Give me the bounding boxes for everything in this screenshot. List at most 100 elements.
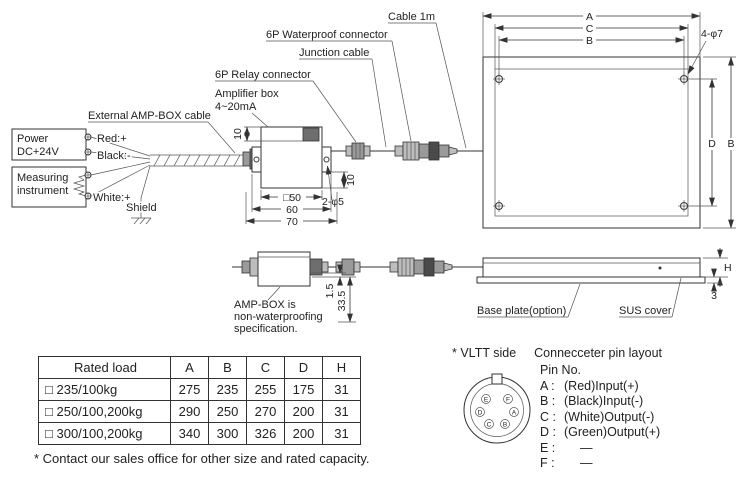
dim-C: C xyxy=(586,23,594,35)
measuring-instrument-box: Measuring instrument xyxy=(11,166,87,208)
dim-A: A xyxy=(586,11,593,23)
amplifier-box-top-view xyxy=(242,126,332,189)
power-box-label-2: DC+24V xyxy=(17,146,60,158)
svg-text:F: F xyxy=(506,397,510,404)
side-view-dimensions: H 3 1.5 33.5 xyxy=(311,248,732,323)
pin-row-b: B :(Black)Input(-) xyxy=(540,394,644,409)
dim-value-cell: 300 xyxy=(208,422,247,445)
wire-label-white: White:+ xyxy=(93,192,131,204)
callout-relay-connector: 6P Relay connector xyxy=(215,69,311,81)
cover-outline xyxy=(494,68,689,217)
pin-row-c: C :(White)Output(-) xyxy=(540,409,655,424)
dim-value-cell: 275 xyxy=(170,378,209,401)
mount-ear-left xyxy=(251,146,262,173)
callout-junction-cable: Junction cable xyxy=(299,47,369,59)
dim-value-cell: 326 xyxy=(246,422,285,445)
dim-B-right: B xyxy=(727,138,734,150)
mount-hole-left xyxy=(253,156,260,163)
wire-label-black: Black:- xyxy=(97,150,131,162)
callout-amp-range: 4~20mA xyxy=(215,101,257,113)
wiring-lines xyxy=(90,136,243,197)
dim-value-cell: 290 xyxy=(170,400,209,423)
rated-load-value: 250/100,200kg xyxy=(56,404,143,419)
base-plate-side xyxy=(476,276,706,284)
table-row: □ 250/100,200kg 290 250 270 200 31 xyxy=(38,400,361,423)
dim-33-5: 33.5 xyxy=(336,291,348,312)
dim-value-cell: 250 xyxy=(208,400,247,423)
pin-row-a: A :(Red)Input(+) xyxy=(540,379,639,393)
connector-chain-top xyxy=(331,141,483,161)
side-view-labels: AMP-BOX is non-waterproofing specificati… xyxy=(234,277,682,335)
connector-pin-D: D xyxy=(475,407,485,417)
svg-text:A: A xyxy=(512,410,517,417)
connector-pin-layout-label: Connecceter pin layout xyxy=(534,346,663,360)
rated-load-table: Rated load A B C D H □ 235/100kg 275 235… xyxy=(38,356,361,445)
dim-2-phi5: 2-φ5 xyxy=(322,196,344,208)
pin-layout-title: * VLTT side Connecceter pin layout xyxy=(452,346,662,360)
vltt-side-label: * VLTT side xyxy=(452,346,517,360)
pin-assignment-list: A :(Red)Input(+) B :(Black)Input(-) C :(… xyxy=(540,379,660,471)
dim-70: 70 xyxy=(286,216,298,228)
col-header-H: H xyxy=(322,356,361,379)
svg-text:B: B xyxy=(503,422,507,429)
dim-value-cell: 31 xyxy=(322,378,361,401)
mount-hole-right xyxy=(323,156,330,163)
connector-pin-diagram: E F D A C B xyxy=(463,373,531,444)
table-header-row: Rated load A B C D H xyxy=(38,356,361,379)
col-header-B: B xyxy=(208,356,247,379)
dim-value-cell: 175 xyxy=(284,378,323,401)
col-header-A: A xyxy=(170,356,209,379)
dim-value-cell: 31 xyxy=(322,422,361,445)
measuring-box-label-1: Measuring xyxy=(17,172,68,184)
base-plate-label: Base plate(option) xyxy=(477,305,566,317)
ampbox-note-line1: AMP-BOX is xyxy=(234,299,296,311)
connector-pin-B: B xyxy=(500,419,510,429)
callout-waterproof-connector: 6P Waterproof connector xyxy=(266,29,388,41)
wire-labels: Red:+ Black:- White:+ Shield xyxy=(92,132,159,216)
dim-60: 60 xyxy=(286,204,298,216)
wire-label-red: Red:+ xyxy=(97,133,127,145)
pin-row-f: F :— xyxy=(540,456,593,471)
ampbox-note-line2: non-waterproofing xyxy=(234,311,323,323)
connector-pin-A: A xyxy=(509,407,519,417)
amp-box-side-view xyxy=(232,251,311,287)
load-button-mark xyxy=(658,266,662,270)
plate-top-view: 4-φ7 xyxy=(482,28,723,229)
shield-ground-symbol xyxy=(131,165,152,225)
amp-box-dimensions: 10 10 2-φ5 □50 60 70 xyxy=(232,126,357,228)
table-footnote: * Contact our sales office for other siz… xyxy=(34,451,370,466)
sus-cover-side xyxy=(482,257,701,278)
col-header-C: C xyxy=(246,356,285,379)
rated-load-value: 235/100kg xyxy=(56,382,118,397)
rated-load-value: 300/100,200kg xyxy=(56,426,143,441)
relay-connector-socket xyxy=(302,127,320,142)
dim-value-cell: 200 xyxy=(284,400,323,423)
connector-pin-C: C xyxy=(484,419,494,429)
relay-connector-plug xyxy=(351,142,365,160)
dim-value-cell: 31 xyxy=(322,400,361,423)
callout-amplifier-box: Amplifier box xyxy=(215,88,279,100)
power-box: Power DC+24V xyxy=(11,128,87,161)
rated-load-cell: □ 300/100,200kg xyxy=(38,422,171,445)
svg-text:D: D xyxy=(478,410,483,417)
checkbox: □ xyxy=(45,426,53,441)
callout-cable-1m: Cable 1m xyxy=(388,11,435,23)
dim-value-cell: 340 xyxy=(170,422,209,445)
dim-10-top: 10 xyxy=(232,128,244,140)
col-header-D: D xyxy=(284,356,323,379)
terminal-symbols xyxy=(84,133,92,200)
waterproof-connector-mate xyxy=(428,141,440,161)
svg-text:C: C xyxy=(487,422,492,429)
resistor-symbol xyxy=(72,174,87,197)
pin-no-label: Pin No. xyxy=(540,363,581,377)
scale-side-view xyxy=(476,257,706,284)
dim-value-cell: 200 xyxy=(284,422,323,445)
power-box-label-1: Power xyxy=(17,133,49,145)
mount-ear-right xyxy=(321,146,332,173)
dim-B-top: B xyxy=(586,35,593,47)
connector-pin-E: E xyxy=(481,394,491,404)
plate-top-dimensions: A C B xyxy=(482,11,701,75)
dim-D: D xyxy=(708,138,716,150)
dim-H: H xyxy=(724,262,732,274)
